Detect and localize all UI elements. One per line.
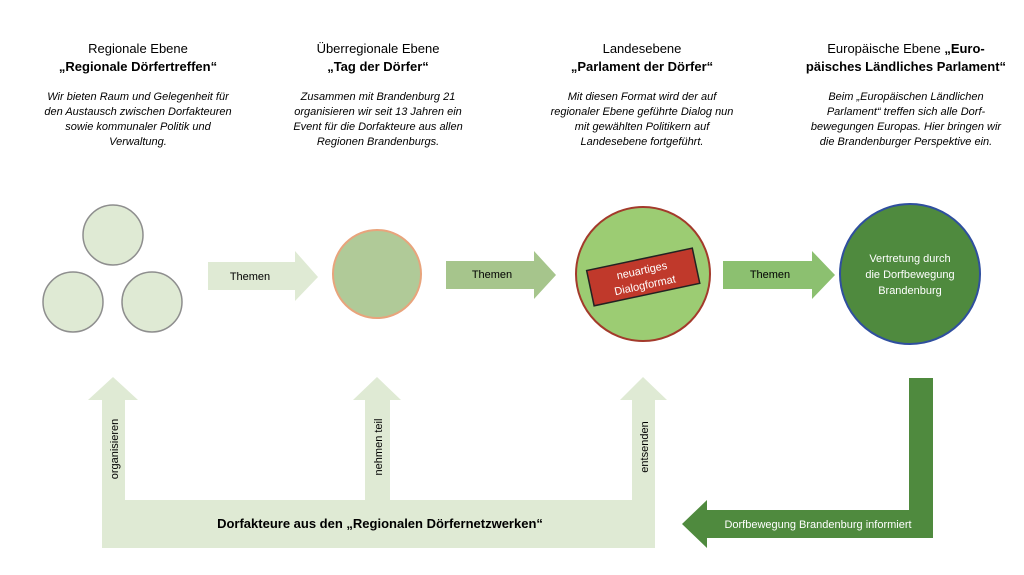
themen-arrow-1 (208, 251, 318, 301)
themen-arrow-2 (446, 251, 556, 299)
dialogformat-stamp: neuartiges Dialogformat (585, 247, 701, 307)
themen-arrow-3-label: Themen (750, 269, 790, 281)
level-name: päisches Ländliches Parlament“ (805, 59, 1007, 74)
up-arrow-nehmen-teil-label: nehmen teil (373, 419, 385, 476)
return-arrow-label: Dorfbewegung Brandenburg informiert (724, 519, 911, 531)
dorfakteure-bar-label: Dorfakteure aus den „Regionalen Dörferne… (217, 516, 543, 531)
level-title: Regionale Ebene (88, 41, 188, 56)
europa-circle (839, 203, 981, 345)
europa-circle-line3: Brandenburg (878, 285, 942, 297)
column-landesebene: Landesebene „Parlament der Dörfer“ Mit d… (532, 40, 752, 150)
column-ueberregional: Überregionale Ebene „Tag der Dörfer“ Zus… (268, 40, 488, 150)
europa-circle-line1: Vertretung durch (869, 253, 950, 265)
themen-arrow-1-label: Themen (230, 271, 270, 283)
ueberregional-circle (332, 229, 422, 319)
europa-circle-line2: die Dorfbewegung (865, 269, 954, 281)
regional-circle-top (82, 204, 144, 266)
regional-circle-right (121, 271, 183, 333)
return-arrow (682, 378, 933, 548)
dorfakteure-bar (88, 377, 667, 548)
level-title: Landesebene (602, 41, 682, 56)
level-title: Europäische Ebene „Euro- (827, 41, 985, 56)
column-regional: Regionale Ebene „Regionale Dörfertreffen… (28, 40, 248, 150)
themen-arrow-2-label: Themen (472, 269, 512, 281)
regional-circle-left (42, 271, 104, 333)
level-name: „Parlament der Dörfer“ (570, 59, 714, 74)
up-arrow-organisieren-label: organisieren (109, 419, 121, 480)
up-arrow-entsenden-label: entsenden (639, 421, 651, 472)
level-name: „Regionale Dörfertreffen“ (58, 59, 218, 74)
column-europa: Europäische Ebene „Euro- päisches Ländli… (796, 40, 1016, 150)
level-name: „Tag der Dörfer“ (327, 59, 429, 74)
themen-arrow-3 (723, 251, 835, 299)
level-title: Überregionale Ebene (316, 41, 440, 56)
